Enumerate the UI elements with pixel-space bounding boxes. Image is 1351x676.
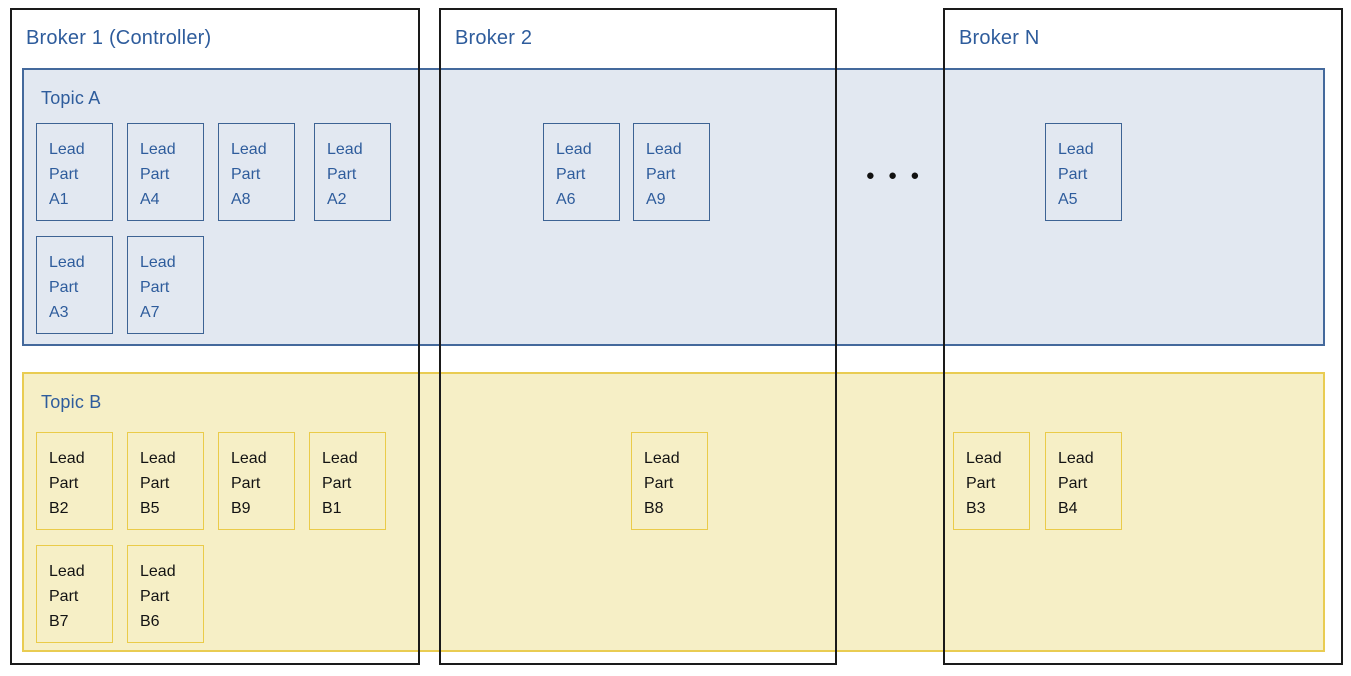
partition-b1: Lead Part B1: [309, 432, 386, 530]
partition-b9: Lead Part B9: [218, 432, 295, 530]
broker-n-title: Broker N: [959, 27, 1040, 49]
partition-b6: Lead Part B6: [127, 545, 204, 643]
partition-a9: Lead Part A9: [633, 123, 710, 221]
partition-b2: Lead Part B2: [36, 432, 113, 530]
partition-a6: Lead Part A6: [543, 123, 620, 221]
partition-a5: Lead Part A5: [1045, 123, 1122, 221]
partition-b7: Lead Part B7: [36, 545, 113, 643]
more-brokers-ellipsis-icon: ● ● ●: [865, 167, 920, 184]
partition-a2: Lead Part A2: [314, 123, 391, 221]
partition-b3: Lead Part B3: [953, 432, 1030, 530]
topic-b-title: Topic B: [41, 392, 102, 412]
partition-a7: Lead Part A7: [127, 236, 204, 334]
partition-b8: Lead Part B8: [631, 432, 708, 530]
broker-1-box: Broker 1 (Controller): [10, 8, 420, 665]
partition-a1: Lead Part A1: [36, 123, 113, 221]
partition-a4: Lead Part A4: [127, 123, 204, 221]
broker-n-box: Broker N: [943, 8, 1343, 665]
broker-2-box: Broker 2: [439, 8, 837, 665]
broker-1-title: Broker 1 (Controller): [26, 27, 212, 49]
topic-a-title: Topic A: [41, 88, 101, 108]
partition-b4: Lead Part B4: [1045, 432, 1122, 530]
partition-a8: Lead Part A8: [218, 123, 295, 221]
partition-b5: Lead Part B5: [127, 432, 204, 530]
broker-2-title: Broker 2: [455, 27, 533, 49]
partition-a3: Lead Part A3: [36, 236, 113, 334]
